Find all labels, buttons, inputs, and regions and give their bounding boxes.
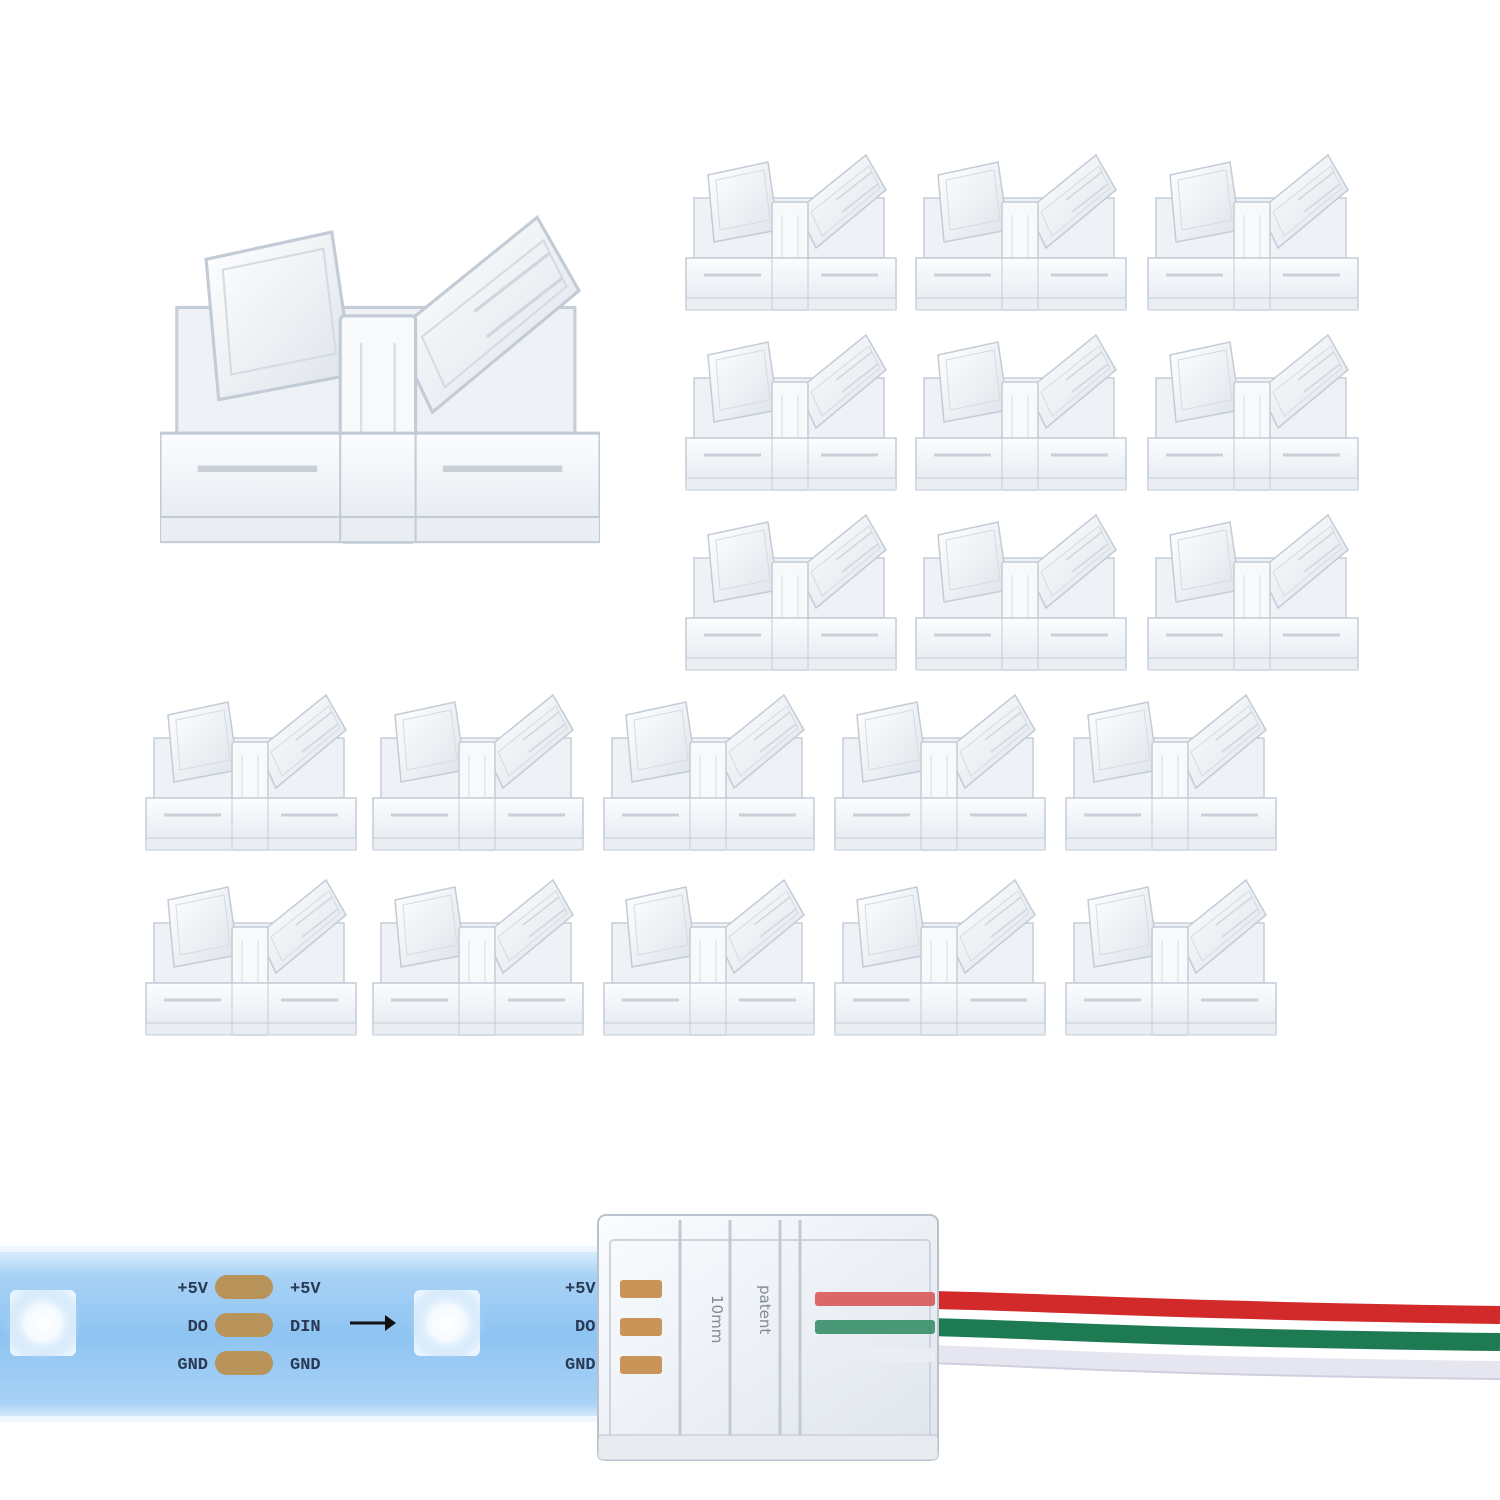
connector-graphic <box>603 878 815 1037</box>
connector-graphic <box>1147 333 1359 492</box>
connector-size-mark: 10mm <box>708 1295 726 1343</box>
connector-small <box>145 875 357 1045</box>
connector-small <box>685 150 897 320</box>
connector-small <box>603 690 815 860</box>
connector-graphic <box>1147 513 1359 672</box>
connector-graphic <box>915 513 1127 672</box>
connector-graphic <box>834 878 1046 1037</box>
connector-small <box>1065 690 1277 860</box>
connector-small <box>834 875 1046 1045</box>
connector-patent-mark: patent <box>756 1285 774 1334</box>
connector-graphic <box>685 153 897 312</box>
connector-small <box>372 875 584 1045</box>
pad-label-connector: +5V <box>565 1280 596 1299</box>
connector-graphic <box>1065 878 1277 1037</box>
connector-small <box>915 150 1127 320</box>
connector-graphic <box>915 333 1127 492</box>
direction-arrow-icon <box>350 1315 396 1331</box>
solder-pads <box>215 1275 273 1375</box>
connector-small <box>834 690 1046 860</box>
pad-label-right: DIN <box>290 1318 321 1337</box>
connector-graphic <box>603 693 815 852</box>
pad-label-right: GND <box>290 1356 321 1375</box>
led-strip <box>0 1250 640 1420</box>
pad-label-connector: DO <box>575 1318 595 1337</box>
connector-small <box>603 875 815 1045</box>
pad-label-connector: GND <box>565 1356 596 1375</box>
pad-label-left: GND <box>177 1356 208 1375</box>
connector-small <box>145 690 357 860</box>
connector-graphic <box>1147 153 1359 312</box>
connector-graphic <box>915 153 1127 312</box>
connector-graphic <box>685 333 897 492</box>
connector-graphic <box>160 205 600 565</box>
connector-graphic <box>1065 693 1277 852</box>
connector-small <box>915 330 1127 500</box>
connector-large <box>160 205 600 565</box>
wires <box>929 1291 1500 1380</box>
connector-graphic <box>372 878 584 1037</box>
connector-graphic <box>834 693 1046 852</box>
connector-small <box>685 510 897 680</box>
connector-graphic <box>145 693 357 852</box>
connector-small <box>1065 875 1277 1045</box>
led-strip-illustration: +5V DO GND +5V DIN GND +5V DO GND <box>0 1214 1500 1461</box>
connector-small <box>372 690 584 860</box>
connector-small <box>1147 330 1359 500</box>
connector-small <box>1147 150 1359 320</box>
connector-graphic <box>145 878 357 1037</box>
pad-label-right: +5V <box>290 1280 321 1299</box>
connector-small <box>915 510 1127 680</box>
pad-label-left: DO <box>188 1318 208 1337</box>
connector-small <box>685 330 897 500</box>
connector-small <box>1147 510 1359 680</box>
connector-graphic <box>685 513 897 672</box>
strip-connector: 10mm patent <box>597 1214 939 1461</box>
pad-label-left: +5V <box>177 1280 208 1299</box>
connector-graphic <box>372 693 584 852</box>
